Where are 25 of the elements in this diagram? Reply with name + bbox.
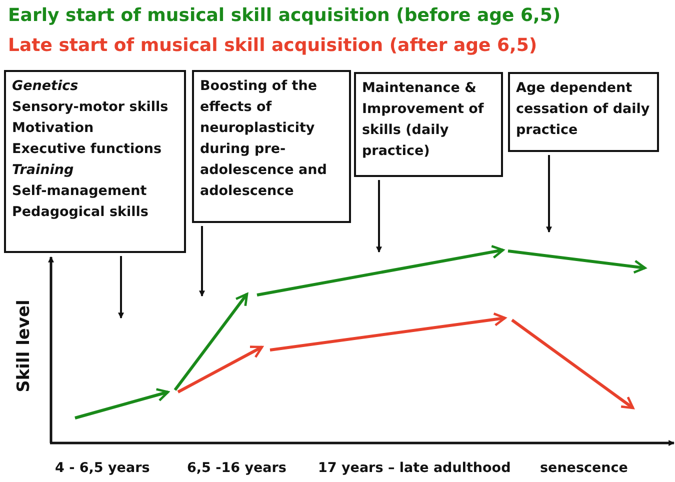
box-text: Pedagogical skills	[12, 203, 150, 222]
axis-label: 4 - 6,5 years	[55, 460, 150, 476]
arrow	[376, 180, 382, 253]
text-box	[4, 70, 186, 253]
arrow	[546, 155, 552, 233]
box-text: Training	[12, 161, 75, 180]
axis-title: Skill level	[14, 300, 34, 392]
axis-label: 6,5 -16 years	[187, 460, 286, 476]
box-text: Maintenance & Improvement of skills (daily practice)	[362, 79, 485, 161]
legend-heading: Early start of musical skill acquisition (before age 6,5)	[8, 5, 561, 26]
legend-heading: Late start of musical skill acquisition (after age 6,5)	[8, 35, 538, 56]
arrow	[199, 226, 205, 297]
box-text: Age dependent cessation of daily practice	[516, 79, 651, 140]
text-box	[354, 72, 503, 177]
box-text: Motivation	[12, 119, 95, 138]
box-text: Sensory-motor skills	[12, 98, 170, 117]
text-box	[508, 72, 659, 152]
box-text: Self-management	[12, 182, 148, 201]
text-box	[192, 70, 351, 223]
box-text: Executive functions	[12, 140, 163, 159]
axis-label: 17 years – late adulthood	[318, 460, 511, 476]
axis-label: senescence	[540, 460, 628, 476]
arrow	[118, 256, 124, 319]
box-text: Genetics	[12, 77, 80, 96]
box-text: Boosting of the effects of neuroplasticity during pre-adolescence and adolescence	[200, 77, 328, 201]
